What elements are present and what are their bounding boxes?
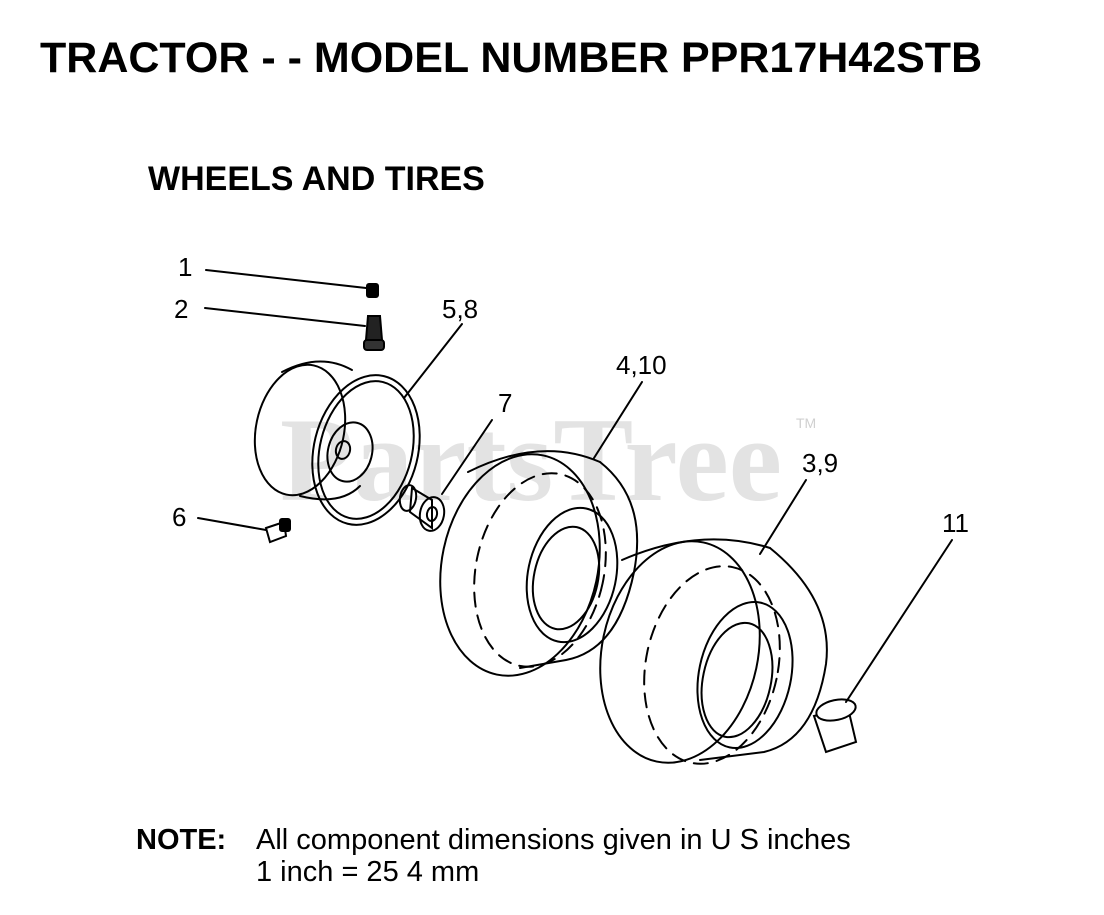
- callout-11: 11: [942, 508, 969, 538]
- callout-5-8: 5,8: [442, 294, 478, 324]
- dimension-note: NOTE: All component dimensions given in U…: [136, 824, 851, 888]
- part-hub-cap: [812, 539, 953, 754]
- note-label: NOTE:: [136, 824, 227, 856]
- part-valve-cap: [205, 269, 379, 298]
- note-line-2: 1 inch = 25 4 mm: [256, 856, 480, 888]
- part-bolt: [197, 517, 291, 544]
- callout-3-9: 3,9: [802, 448, 838, 478]
- page-title: TRACTOR - - MODEL NUMBER PPR17H42STB: [40, 34, 983, 82]
- part-bushing: [398, 419, 493, 532]
- callout-6: 6: [172, 502, 186, 532]
- watermark-text: PartsTree: [280, 393, 782, 526]
- part-wheel-rim: [253, 323, 463, 526]
- callout-2: 2: [174, 294, 188, 324]
- section-title: WHEELS AND TIRES: [148, 160, 485, 198]
- callout-4-10: 4,10: [616, 350, 667, 380]
- callout-7: 7: [498, 388, 512, 418]
- part-tire-rear: [599, 479, 828, 765]
- note-line-1: All component dimensions given in U S in…: [256, 824, 851, 856]
- part-valve-stem: [204, 307, 385, 351]
- callout-1: 1: [178, 252, 192, 282]
- watermark-tm: TM: [796, 415, 816, 431]
